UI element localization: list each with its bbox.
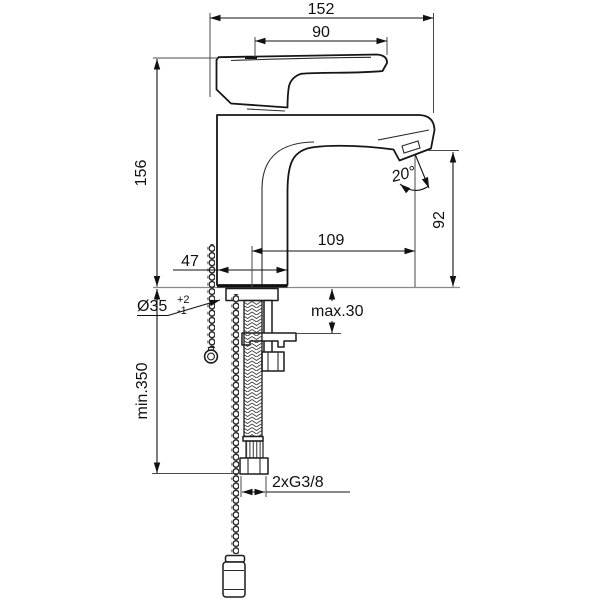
spout-tip-crease: [377, 129, 430, 141]
dim-overall-length: 152: [209, 1, 434, 113]
dim-deck-thickness: max.30: [296, 288, 364, 334]
dim-outlet-height: 92: [428, 150, 459, 287]
pop-up-chain: [203, 244, 246, 598]
dim-label-47: 47: [181, 253, 199, 270]
dim-label-hole-minus: -1: [177, 305, 187, 317]
dim-label-hole: Ø35: [137, 298, 167, 315]
braided-hose: [243, 299, 263, 438]
dim-body-height: 156: [133, 57, 218, 287]
dim-label-connection: 2xG3/8: [272, 474, 324, 491]
plug-collar: [224, 554, 246, 563]
chain-strand-short: [207, 244, 215, 348]
supply-hose: [239, 299, 269, 475]
dim-label-min350: min.350: [134, 362, 151, 419]
dim-lever-length: 90: [254, 24, 388, 57]
cartridge-collar-line: [246, 108, 286, 112]
mounting-stud: [263, 299, 273, 354]
dim-label-90: 90: [312, 24, 330, 41]
dim-label-109: 109: [318, 232, 345, 249]
hose-cap: [242, 435, 264, 442]
hose-nut: [239, 457, 269, 475]
lever-index-mark: [245, 56, 257, 59]
chain-strand-long: [231, 294, 239, 554]
dim-label-152: 152: [308, 1, 335, 18]
dim-label-max30: max.30: [311, 303, 364, 320]
dim-label-92: 92: [431, 211, 448, 229]
dim-spout-angle: 20°: [389, 153, 430, 194]
spout-inner-arch-line: [261, 141, 315, 285]
dim-hose-length: min.350: [134, 288, 240, 474]
dim-label-20deg: 20°: [389, 163, 418, 186]
mounting-nut: [261, 351, 285, 372]
faucet-body: [216, 114, 436, 288]
dim-label-156: 156: [133, 160, 150, 187]
chain-plug: [222, 561, 246, 598]
lever-top-edge-line: [230, 56, 372, 62]
crimp-collar: [245, 440, 264, 459]
handle-lever: [215, 53, 388, 112]
dim-label-hole-plus: +2: [177, 294, 190, 306]
dim-hole-diameter: Ø35 +2 -1: [137, 294, 221, 317]
mounting-hardware: [225, 287, 297, 372]
spout-aerator: [401, 140, 421, 154]
dim-connection: 2xG3/8: [240, 474, 350, 497]
dim-spout-reach: 109: [251, 156, 416, 287]
